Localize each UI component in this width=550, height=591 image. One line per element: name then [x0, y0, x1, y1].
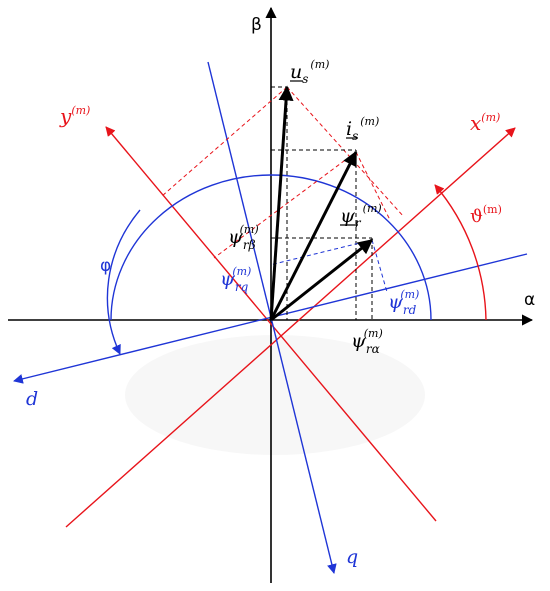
phi-label: φ — [100, 256, 111, 276]
beta-label: β — [251, 15, 262, 35]
i-projection-y — [213, 151, 357, 259]
u-projection-y — [161, 86, 288, 197]
i-projection-x — [355, 151, 391, 221]
psi-rq-label: ψrq(m) — [220, 265, 251, 294]
psi-r-alpha-label: ψrα(m) — [351, 327, 383, 356]
psi-r-beta-label: ψrβ(m) — [228, 223, 259, 252]
psir-vector — [270, 238, 374, 322]
is-label: is(m) — [346, 115, 379, 143]
us-label: us(m) — [290, 58, 329, 86]
q-label: q — [346, 546, 358, 568]
psi-q-proj — [269, 239, 373, 266]
psir-label: ψr(m) — [340, 202, 382, 230]
theta-angle-arc — [434, 184, 487, 321]
background-shade — [125, 335, 425, 455]
flux-circle-arc — [110, 174, 432, 321]
psi-rd-label: ψrd(m) — [388, 288, 419, 317]
x-label: x(m) — [470, 111, 500, 135]
us-vector — [269, 85, 294, 321]
y-label: y(m) — [59, 104, 90, 128]
d-label: d — [26, 388, 38, 410]
alpha-label: α — [524, 290, 535, 310]
u-projection-x — [286, 86, 405, 218]
theta-label: ϑ(m) — [470, 203, 502, 227]
is-vector — [269, 150, 358, 321]
x-axis — [65, 127, 516, 528]
phi-angle-arc — [106, 209, 141, 355]
y-axis — [105, 126, 437, 522]
psi-d-proj — [371, 239, 388, 293]
